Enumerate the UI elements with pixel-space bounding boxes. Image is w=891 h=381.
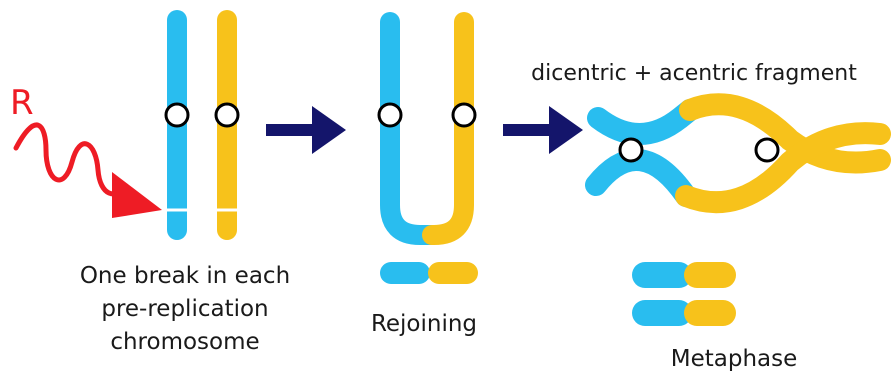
centromere-icon — [379, 104, 401, 126]
step2-label: Rejoining — [371, 311, 477, 337]
right-arrow-icon — [266, 106, 346, 154]
step3-top-label: dicentric + acentric fragment — [531, 61, 857, 86]
centromere-icon — [216, 104, 238, 126]
step1-label-line3: chromosome — [110, 329, 259, 355]
step1-label-line2: pre-replication — [101, 296, 268, 322]
radiation-wavy-arrow-icon — [16, 125, 162, 218]
metaphase-fragment-yellow — [684, 300, 736, 326]
radiation-label: R — [10, 83, 34, 123]
step3-dicentric — [596, 104, 880, 326]
fragment-blue — [380, 262, 430, 284]
step1-chromosomes — [164, 10, 240, 240]
metaphase-fragment-blue — [632, 262, 692, 288]
centromere-icon — [453, 104, 475, 126]
centromere-icon — [756, 139, 778, 161]
right-arrow-icon — [503, 106, 583, 154]
metaphase-fragment-yellow — [684, 262, 736, 288]
metaphase-fragment-blue — [632, 300, 692, 326]
fragment-yellow — [428, 262, 478, 284]
centromere-icon — [620, 139, 642, 161]
step1-label-line1: One break in each — [80, 263, 290, 289]
centromere-icon — [166, 104, 188, 126]
step2-rejoined — [379, 22, 478, 284]
step3-bottom-label: Metaphase — [671, 346, 798, 372]
